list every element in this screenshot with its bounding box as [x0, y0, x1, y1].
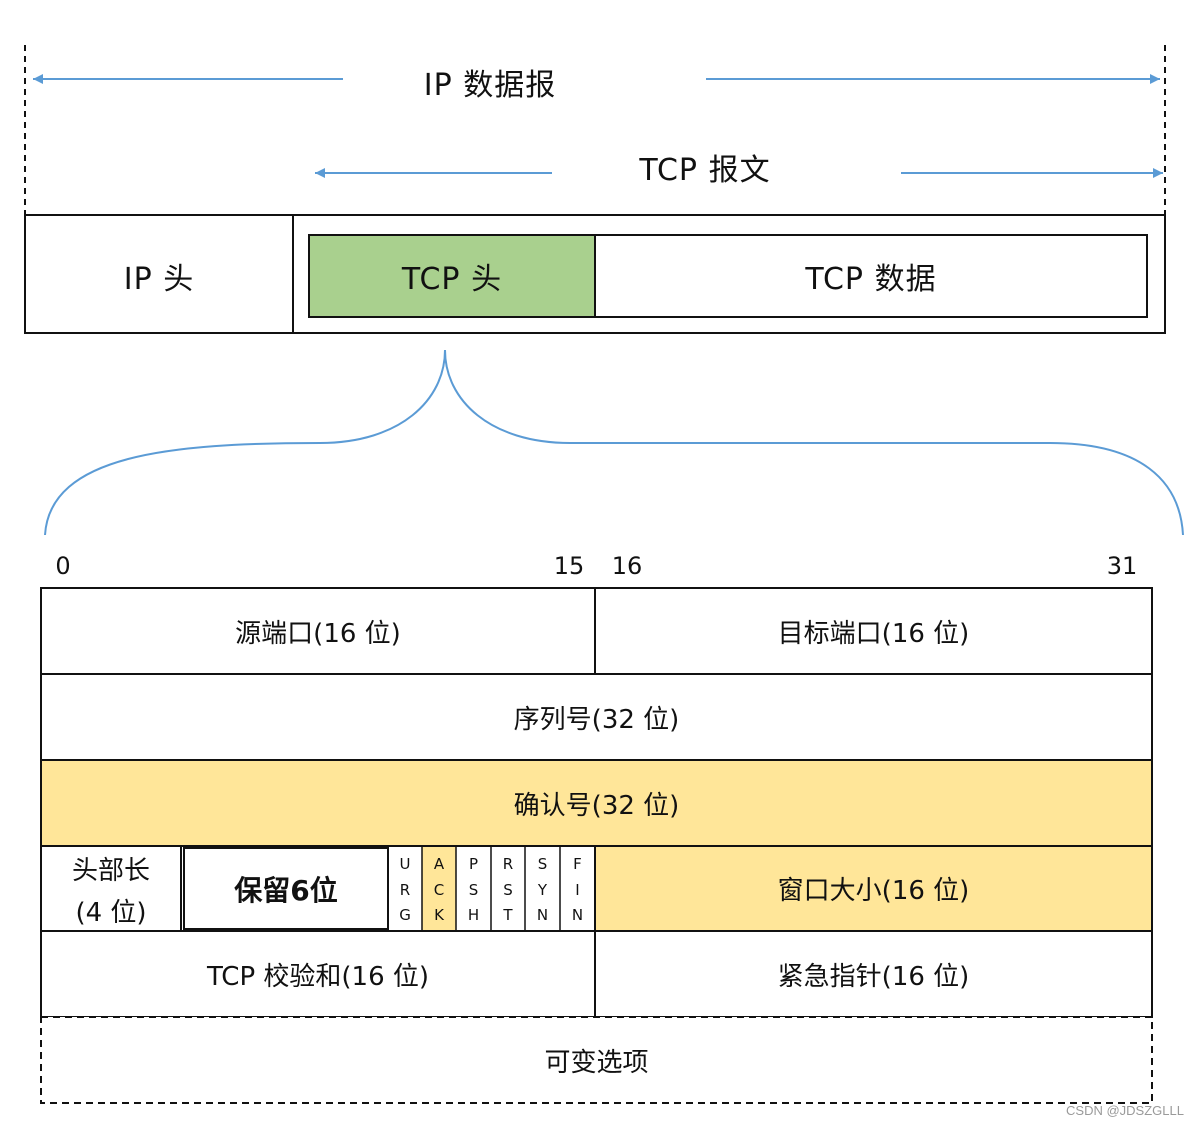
tcp-header-label: TCP 头: [401, 262, 503, 297]
tcp-header-box: [308, 234, 596, 318]
sequence-number-field: 序列号(32 位): [513, 704, 680, 735]
ack-number-field: 确认号(32 位): [513, 790, 680, 821]
bit-31: 31: [1106, 552, 1138, 580]
row-ports: [40, 587, 1153, 675]
tcp-data-label: TCP 数据: [805, 262, 937, 297]
row-seq: [40, 673, 1153, 761]
watermark: CSDN @JDSZGLLL: [1066, 1102, 1184, 1118]
ip-datagram-label: IP 数据报: [423, 68, 557, 103]
window-size-field: 窗口大小(16 位): [777, 876, 970, 906]
ack-flag-fill: [422, 847, 456, 930]
reserved-box: [183, 847, 389, 930]
checksum-field: TCP 校验和(16 位): [206, 961, 430, 992]
bit-16: 16: [611, 552, 643, 580]
header-length-line2: (4 位): [75, 897, 147, 928]
row-ack: [40, 759, 1153, 847]
bit-15: 15: [553, 552, 585, 580]
dest-port-field: 目标端口(16 位): [777, 618, 970, 649]
bit-0: 0: [55, 552, 71, 580]
expansion-brace: [44, 349, 1184, 536]
options-field: 可变选项: [544, 1047, 649, 1078]
reserved-field: 保留6位: [234, 873, 338, 907]
urgent-pointer-field: 紧急指针(16 位): [777, 961, 970, 992]
tcp-segment-label: TCP 报文: [639, 153, 771, 188]
row-options: [40, 1016, 1153, 1104]
ip-header-label: IP 头: [123, 262, 195, 297]
window-box: [594, 845, 1153, 932]
tcp-data-box: [594, 234, 1148, 318]
source-port-field: 源端口(16 位): [235, 618, 401, 649]
header-length-line1: 头部长: [71, 855, 150, 886]
